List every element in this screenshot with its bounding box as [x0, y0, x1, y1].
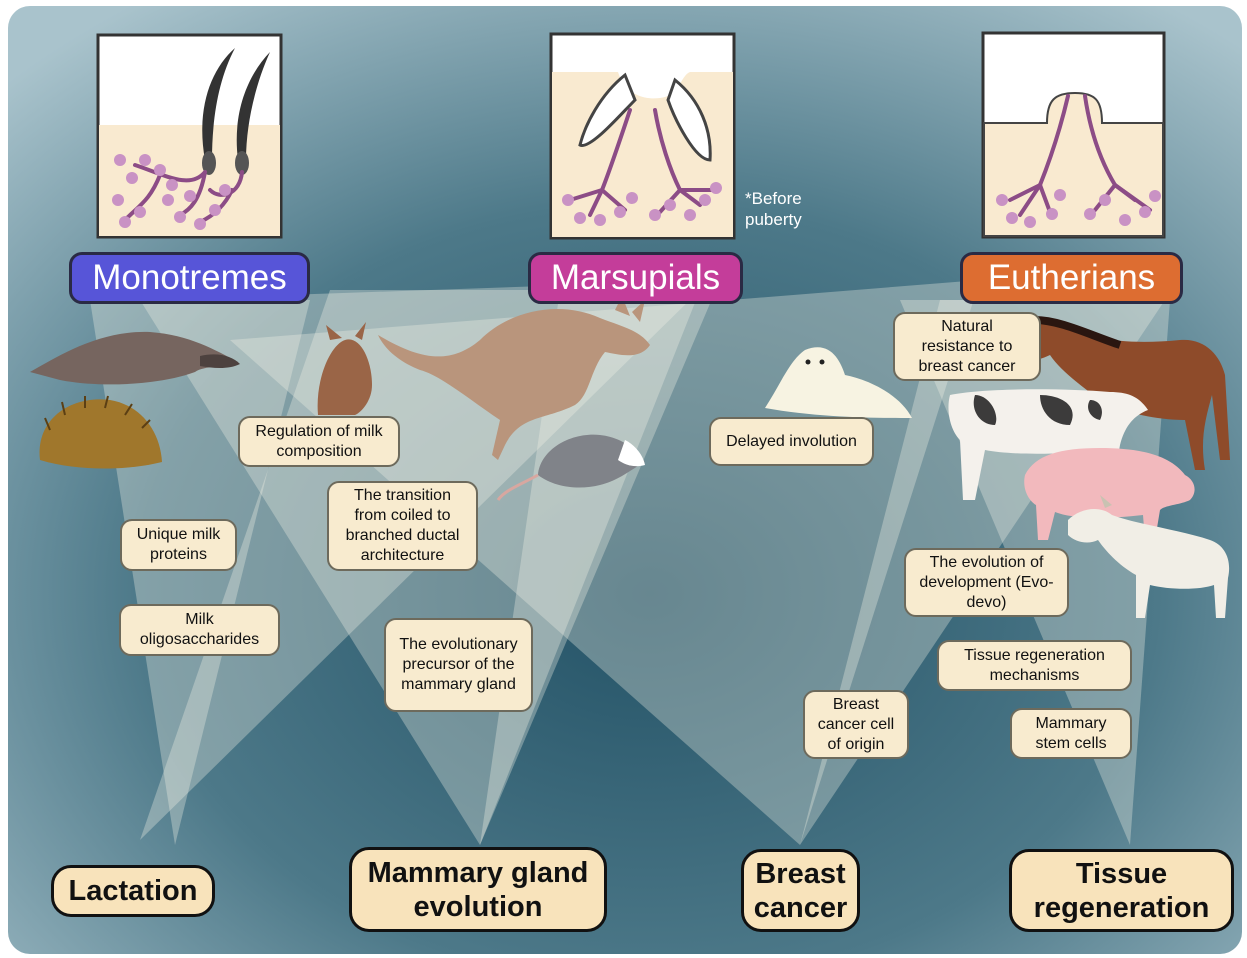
field-tissue-regeneration: Tissue regeneration [1009, 849, 1234, 932]
before-puberty-note: *Before puberty [745, 188, 802, 230]
field-lactation: Lactation [51, 865, 215, 917]
before-puberty-line-1: *Before [745, 188, 802, 209]
topic-tissue-regeneration-mechanisms: Tissue regeneration mechanisms [937, 640, 1132, 691]
topic-natural-resistance: Natural resistance to breast cancer [893, 312, 1041, 381]
topic-regulation-milk-composition: Regulation of milk composition [238, 416, 400, 467]
group-title-monotremes: Monotremes [69, 252, 310, 304]
field-mammary-gland-evolution: Mammary gland evolution [349, 847, 607, 932]
topic-evo-devo: The evolution of development (Evo-devo) [904, 548, 1069, 617]
field-breast-cancer: Breast cancer [741, 849, 860, 932]
topic-delayed-involution: Delayed involution [709, 417, 874, 466]
eutherian-skin-panel [983, 33, 1164, 237]
topic-mammary-stem-cells: Mammary stem cells [1010, 708, 1132, 759]
topic-breast-cancer-cell-origin: Breast cancer cell of origin [803, 690, 909, 759]
topic-coiled-to-branched: The transition from coiled to branched d… [327, 481, 478, 571]
monotreme-skin-panel [98, 35, 281, 237]
group-title-marsupials: Marsupials [528, 252, 743, 304]
marsupial-skin-panel [551, 34, 734, 238]
before-puberty-line-2: puberty [745, 209, 802, 230]
topic-milk-oligosaccharides: Milk oligosaccharides [119, 604, 280, 656]
topic-evolutionary-precursor: The evolutionary precursor of the mammar… [384, 618, 533, 712]
topic-unique-milk-proteins: Unique milk proteins [120, 519, 237, 571]
group-title-eutherians: Eutherians [960, 252, 1183, 304]
